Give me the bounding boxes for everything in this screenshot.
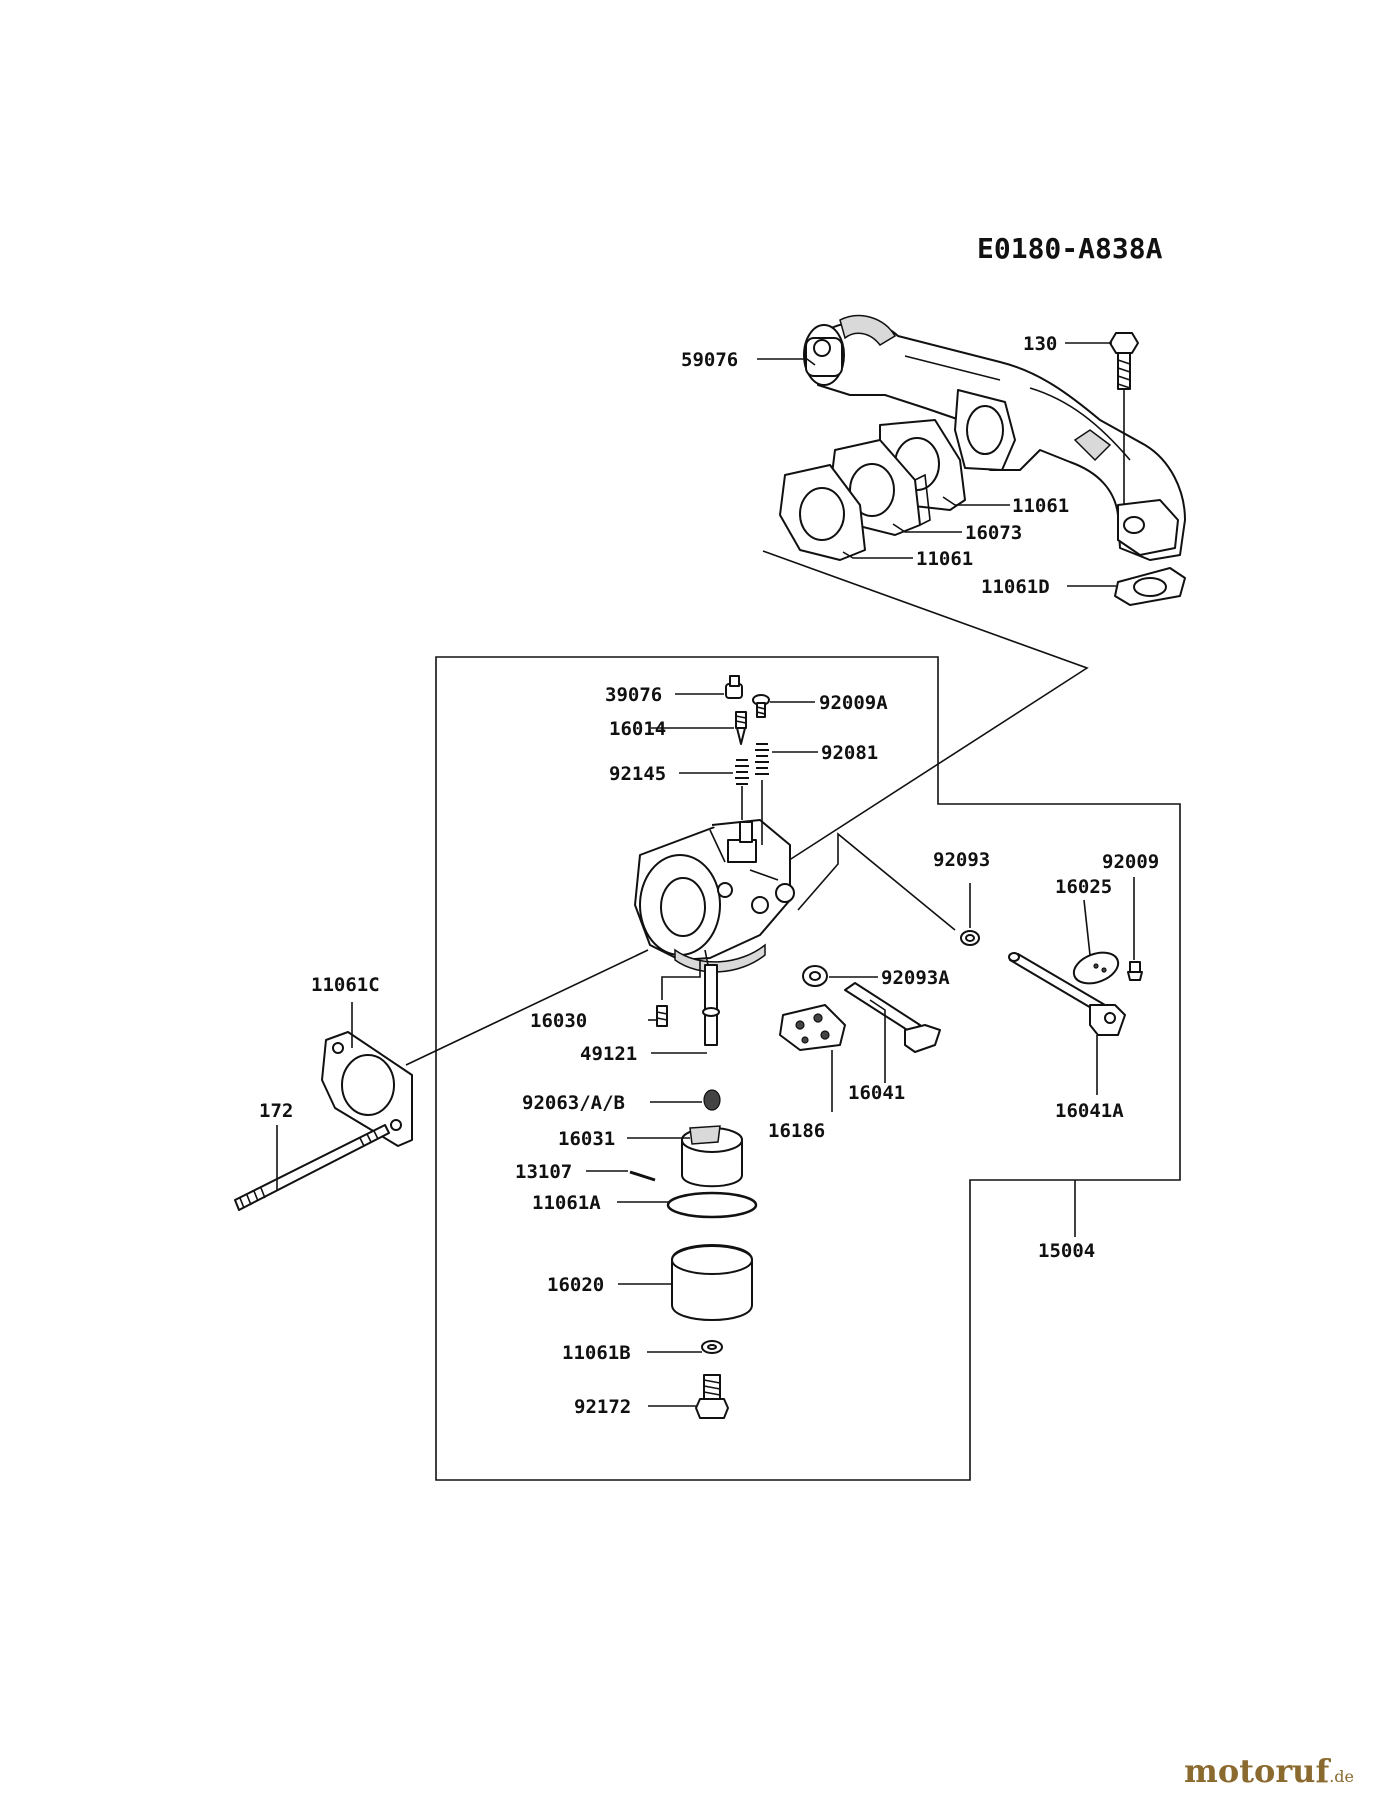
nozzle-49121 (702, 964, 720, 1046)
callout-16025: 16025 (1055, 876, 1112, 898)
callout-13107: 13107 (515, 1161, 572, 1183)
callout-labels: 59076 130 11061 16073 11061 11061D 39076… (259, 333, 1159, 1418)
line-16030 (661, 960, 701, 1000)
throttle-shaft-16041 (844, 982, 941, 1053)
float-16031 (681, 1125, 743, 1188)
callout-16020: 16020 (547, 1274, 604, 1296)
callout-11061A: 11061A (532, 1192, 601, 1214)
intake-manifold (803, 314, 1186, 561)
callout-92009A: 92009A (819, 692, 888, 714)
callout-92009: 92009 (1102, 851, 1159, 873)
callout-16030: 16030 (530, 1010, 587, 1032)
line-92093 (797, 832, 956, 931)
gasket-11061-lower (779, 464, 866, 561)
callout-172: 172 (259, 1100, 293, 1122)
callout-59076: 59076 (681, 349, 738, 371)
leader-lines (276, 342, 1135, 1407)
stud-bolt-172 (234, 1124, 390, 1211)
carburetor-body (634, 819, 795, 973)
callout-16073: 16073 (965, 522, 1022, 544)
gasket-11061C (321, 1031, 413, 1147)
watermark-brand: motoruf (1183, 1752, 1330, 1790)
group-line-manifold (762, 550, 1089, 867)
screw-16014 (735, 711, 747, 745)
jet-16030 (656, 1005, 668, 1027)
callout-130: 130 (1023, 333, 1057, 355)
callout-11061D: 11061D (981, 576, 1050, 598)
spring-92145 (735, 759, 749, 820)
callout-16186: 16186 (768, 1120, 825, 1142)
watermark-suffix: .de (1329, 1767, 1354, 1786)
gasket-11061A (666, 1191, 758, 1219)
callout-11061-lower: 11061 (916, 548, 973, 570)
seal-92093 (960, 930, 980, 946)
float-bowl-16020 (671, 1244, 753, 1321)
callout-92145: 92145 (609, 763, 666, 785)
callout-92093A: 92093A (881, 967, 950, 989)
spring-92081 (755, 743, 769, 845)
throttle-valve-16186 (779, 1004, 846, 1051)
watermark-logo: motoruf.de (1184, 1752, 1354, 1790)
seal-92093A (802, 965, 828, 987)
group-line-11061C (405, 949, 649, 1066)
diagram-code: E0180-A838A (977, 232, 1163, 265)
gasket-11061D (1114, 567, 1186, 606)
choke-valve-16025 (1072, 951, 1120, 985)
callout-11061-upper: 11061 (1012, 495, 1069, 517)
callout-16031: 16031 (558, 1128, 615, 1150)
callout-11061C: 11061C (311, 974, 380, 996)
pin-13107 (629, 1170, 656, 1182)
bolt-92172 (695, 1374, 729, 1419)
callout-92093: 92093 (933, 849, 990, 871)
main-jet-92063 (703, 1089, 721, 1111)
callout-16041: 16041 (848, 1082, 905, 1104)
screw-92009 (1127, 961, 1143, 981)
callout-11061B: 11061B (562, 1342, 631, 1364)
washer-11061B (701, 1340, 723, 1354)
callout-16041A: 16041A (1055, 1100, 1124, 1122)
carburetor-assembly-boundary (435, 656, 1181, 1481)
callout-49121: 49121 (580, 1043, 637, 1065)
bolt-130 (1109, 332, 1139, 505)
callout-92081: 92081 (821, 742, 878, 764)
callout-16014: 16014 (609, 718, 666, 740)
callout-92172: 92172 (574, 1396, 631, 1418)
screw-92009A (752, 694, 770, 718)
callout-92063-a-b: 92063/A/B (522, 1092, 625, 1114)
callout-39076: 39076 (605, 684, 662, 706)
cap-39076 (725, 675, 743, 699)
choke-shaft-16041A (1008, 952, 1126, 1036)
callout-15004: 15004 (1038, 1240, 1095, 1262)
